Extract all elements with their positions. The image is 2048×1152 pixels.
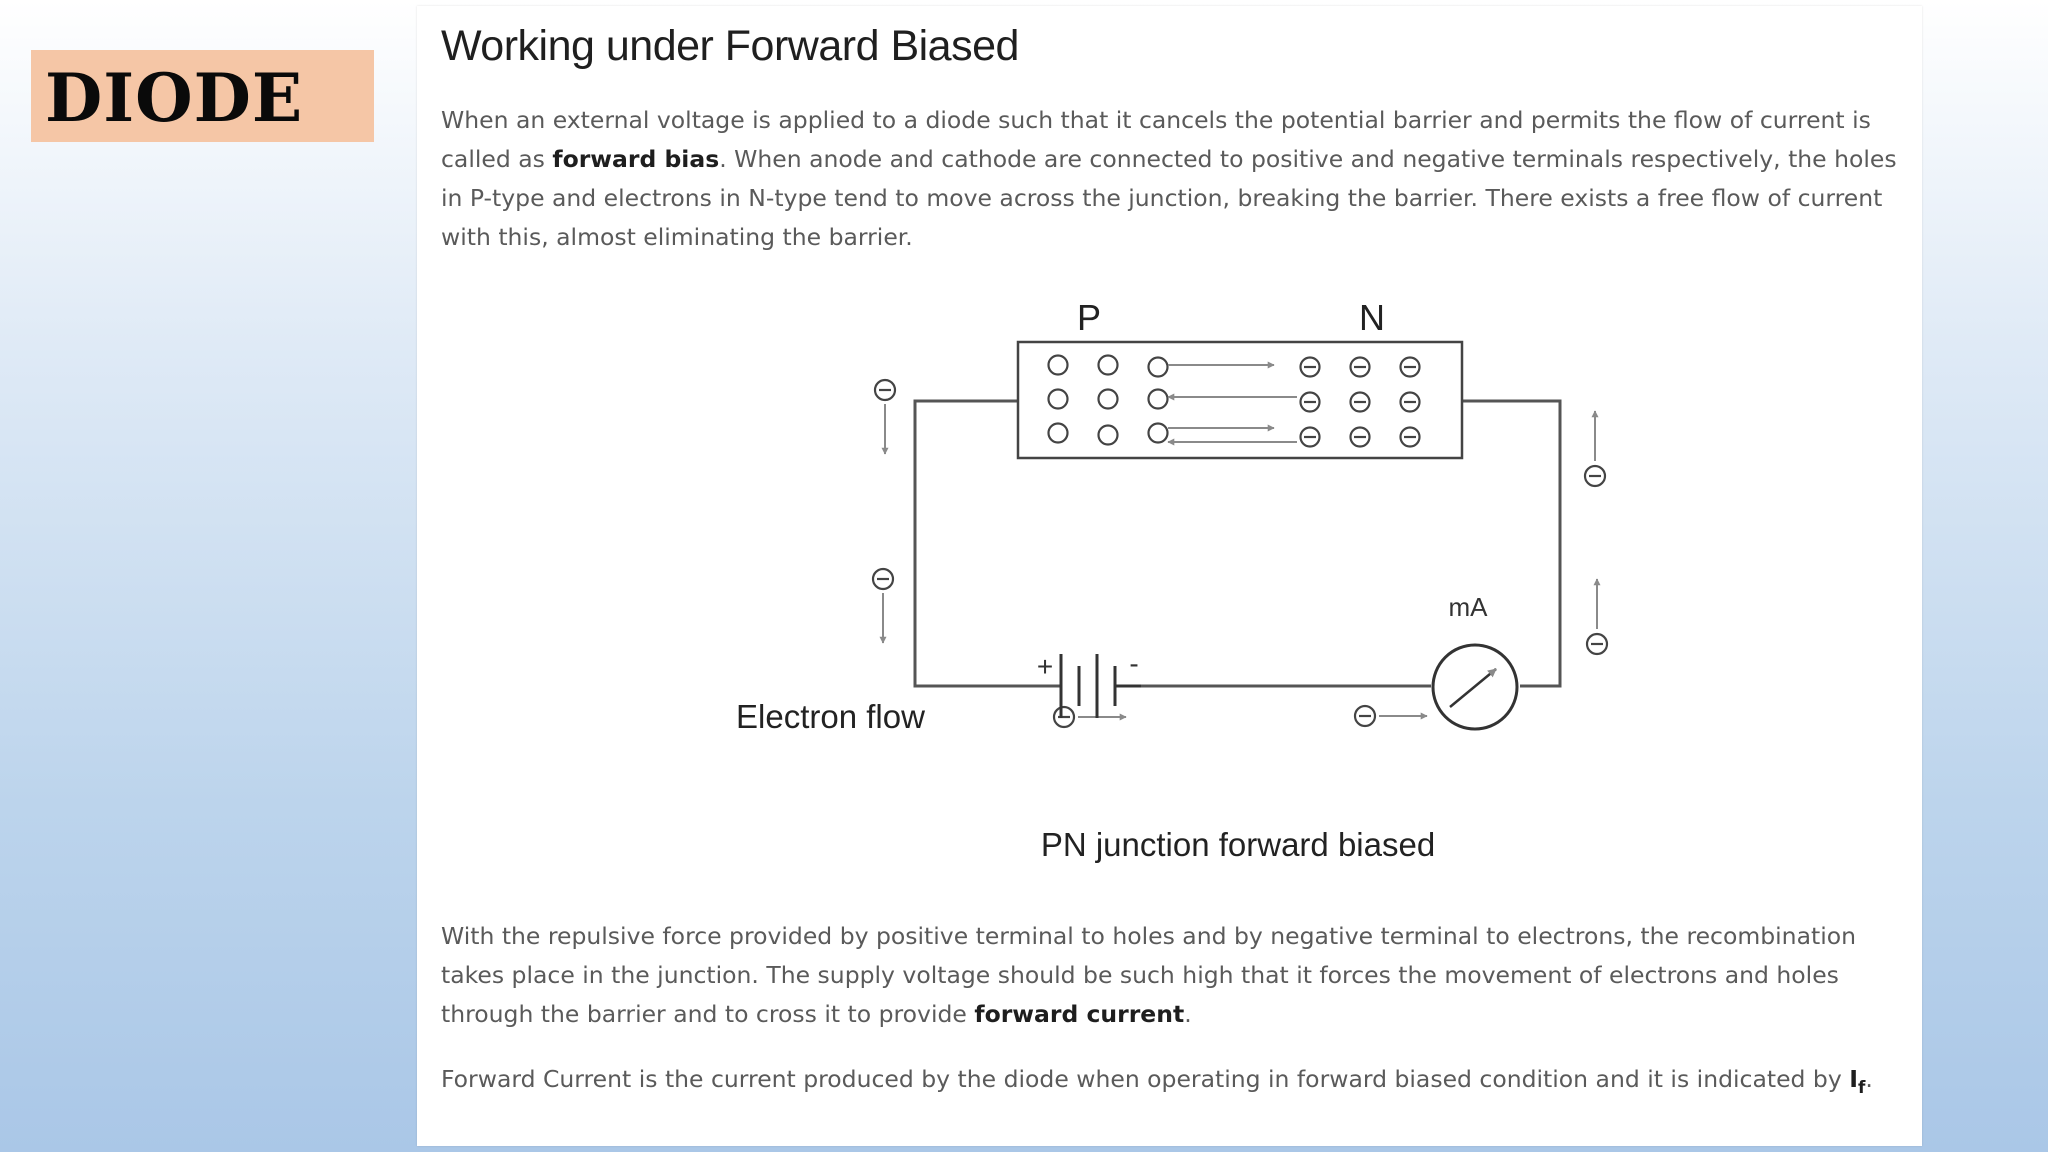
milliammeter-icon [1431, 643, 1519, 731]
text-span: When an external voltage is applied to a… [441, 106, 1871, 173]
battery [1059, 654, 1141, 718]
holes-p-type [1047, 354, 1169, 446]
slide-title-box: DIODE [31, 50, 374, 142]
electron-flow-markers [871, 378, 1609, 729]
pn-junction-diagram: P N [736, 297, 1609, 863]
text-span: . [1184, 1000, 1192, 1028]
paragraph-forward-bias: When an external voltage is applied to a… [441, 101, 1901, 257]
text-span: . [1865, 1065, 1873, 1093]
electron-flow-label: Electron flow [736, 698, 925, 735]
bold-term-forward-current: forward current [974, 1000, 1185, 1028]
circuit-wires [913, 399, 1562, 688]
junction-carrier-arrows [1167, 361, 1297, 446]
battery-plus-label: + [1037, 651, 1053, 682]
bold-term-forward-bias: forward bias [552, 145, 720, 173]
paragraph-recombination: With the repulsive force provided by pos… [441, 917, 1901, 1034]
article-panel: Working under Forward Biased When an ext… [417, 6, 1922, 1146]
paragraph-forward-current: Forward Current is the current produced … [441, 1060, 1901, 1102]
symbol-subscript: f [1857, 1078, 1866, 1098]
symbol-letter: I [1849, 1065, 1858, 1093]
text-span: . When anode and cathode are connected t… [441, 145, 1897, 251]
meter-label: mA [1449, 592, 1489, 622]
text-span: Forward Current is the current produced … [441, 1065, 1850, 1093]
diagram-caption: PN junction forward biased [1041, 826, 1435, 863]
forward-current-symbol: If [1849, 1065, 1865, 1098]
p-region-label: P [1077, 297, 1101, 338]
text-span: With the repulsive force provided by pos… [441, 922, 1856, 1028]
battery-minus-label: - [1129, 648, 1138, 679]
slide-title: DIODE [45, 59, 304, 137]
electrons-n-type [1299, 356, 1421, 448]
pn-junction-block [1016, 340, 1464, 460]
section-heading: Working under Forward Biased [441, 22, 1019, 70]
n-region-label: N [1359, 297, 1385, 338]
